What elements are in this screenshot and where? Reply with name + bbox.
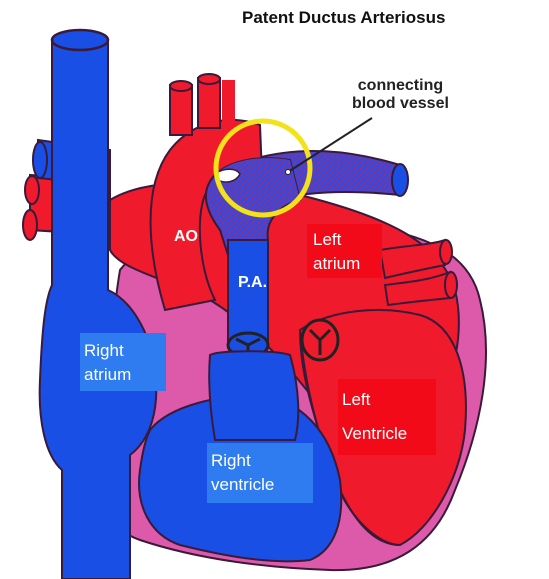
right-pulmonary-artery-opening	[33, 142, 47, 178]
pulmonary-vein-opening-1	[440, 240, 452, 264]
right-ventricle-label: Right ventricle	[207, 443, 313, 503]
right-ventricle-outflow	[209, 351, 298, 440]
pulmonary-vein-opening-2	[445, 272, 457, 298]
aortic-branch-1	[170, 85, 192, 135]
pulmonary-artery-label: P.A.	[238, 274, 267, 292]
aortic-branch-2-top	[198, 74, 220, 84]
right-ventricle-label-line-2: ventricle	[211, 473, 311, 497]
right-pulmonary-vein-opening-2	[23, 210, 37, 240]
left-pulmonary-artery-opening	[392, 164, 408, 196]
left-ventricle-label: Left Ventricle	[338, 379, 436, 455]
right-pulmonary-vein-opening-1	[25, 176, 39, 204]
right-atrium-label: Right atrium	[80, 333, 166, 391]
pulmonary-trunk-lower	[228, 240, 268, 345]
aortic-branch-1-top	[170, 81, 192, 91]
left-atrium-label-line-1: Left	[313, 228, 379, 252]
left-atrium-label-line-2: atrium	[313, 252, 379, 276]
right-atrium-label-line-1: Right	[84, 339, 162, 363]
right-ventricle-label-line-1: Right	[211, 449, 311, 473]
left-ventricle-label-line-2: Ventricle	[342, 417, 434, 451]
right-atrium-label-line-2: atrium	[84, 363, 162, 387]
aorta-label: AO	[174, 228, 198, 246]
callout-line-2: blood vessel	[352, 95, 449, 113]
callout-line-1: connecting	[352, 77, 449, 95]
left-ventricle-label-line-1: Left	[342, 383, 434, 417]
left-atrium-label: Left atrium	[307, 224, 382, 278]
aortic-branch-3	[222, 80, 235, 125]
superior-vena-cava-opening	[52, 30, 108, 50]
aortic-branch-2	[198, 78, 220, 128]
callout-label: connecting blood vessel	[352, 77, 449, 113]
diagram-title: Patent Ductus Arteriosus	[242, 8, 445, 28]
callout-leader-dot	[286, 170, 291, 175]
